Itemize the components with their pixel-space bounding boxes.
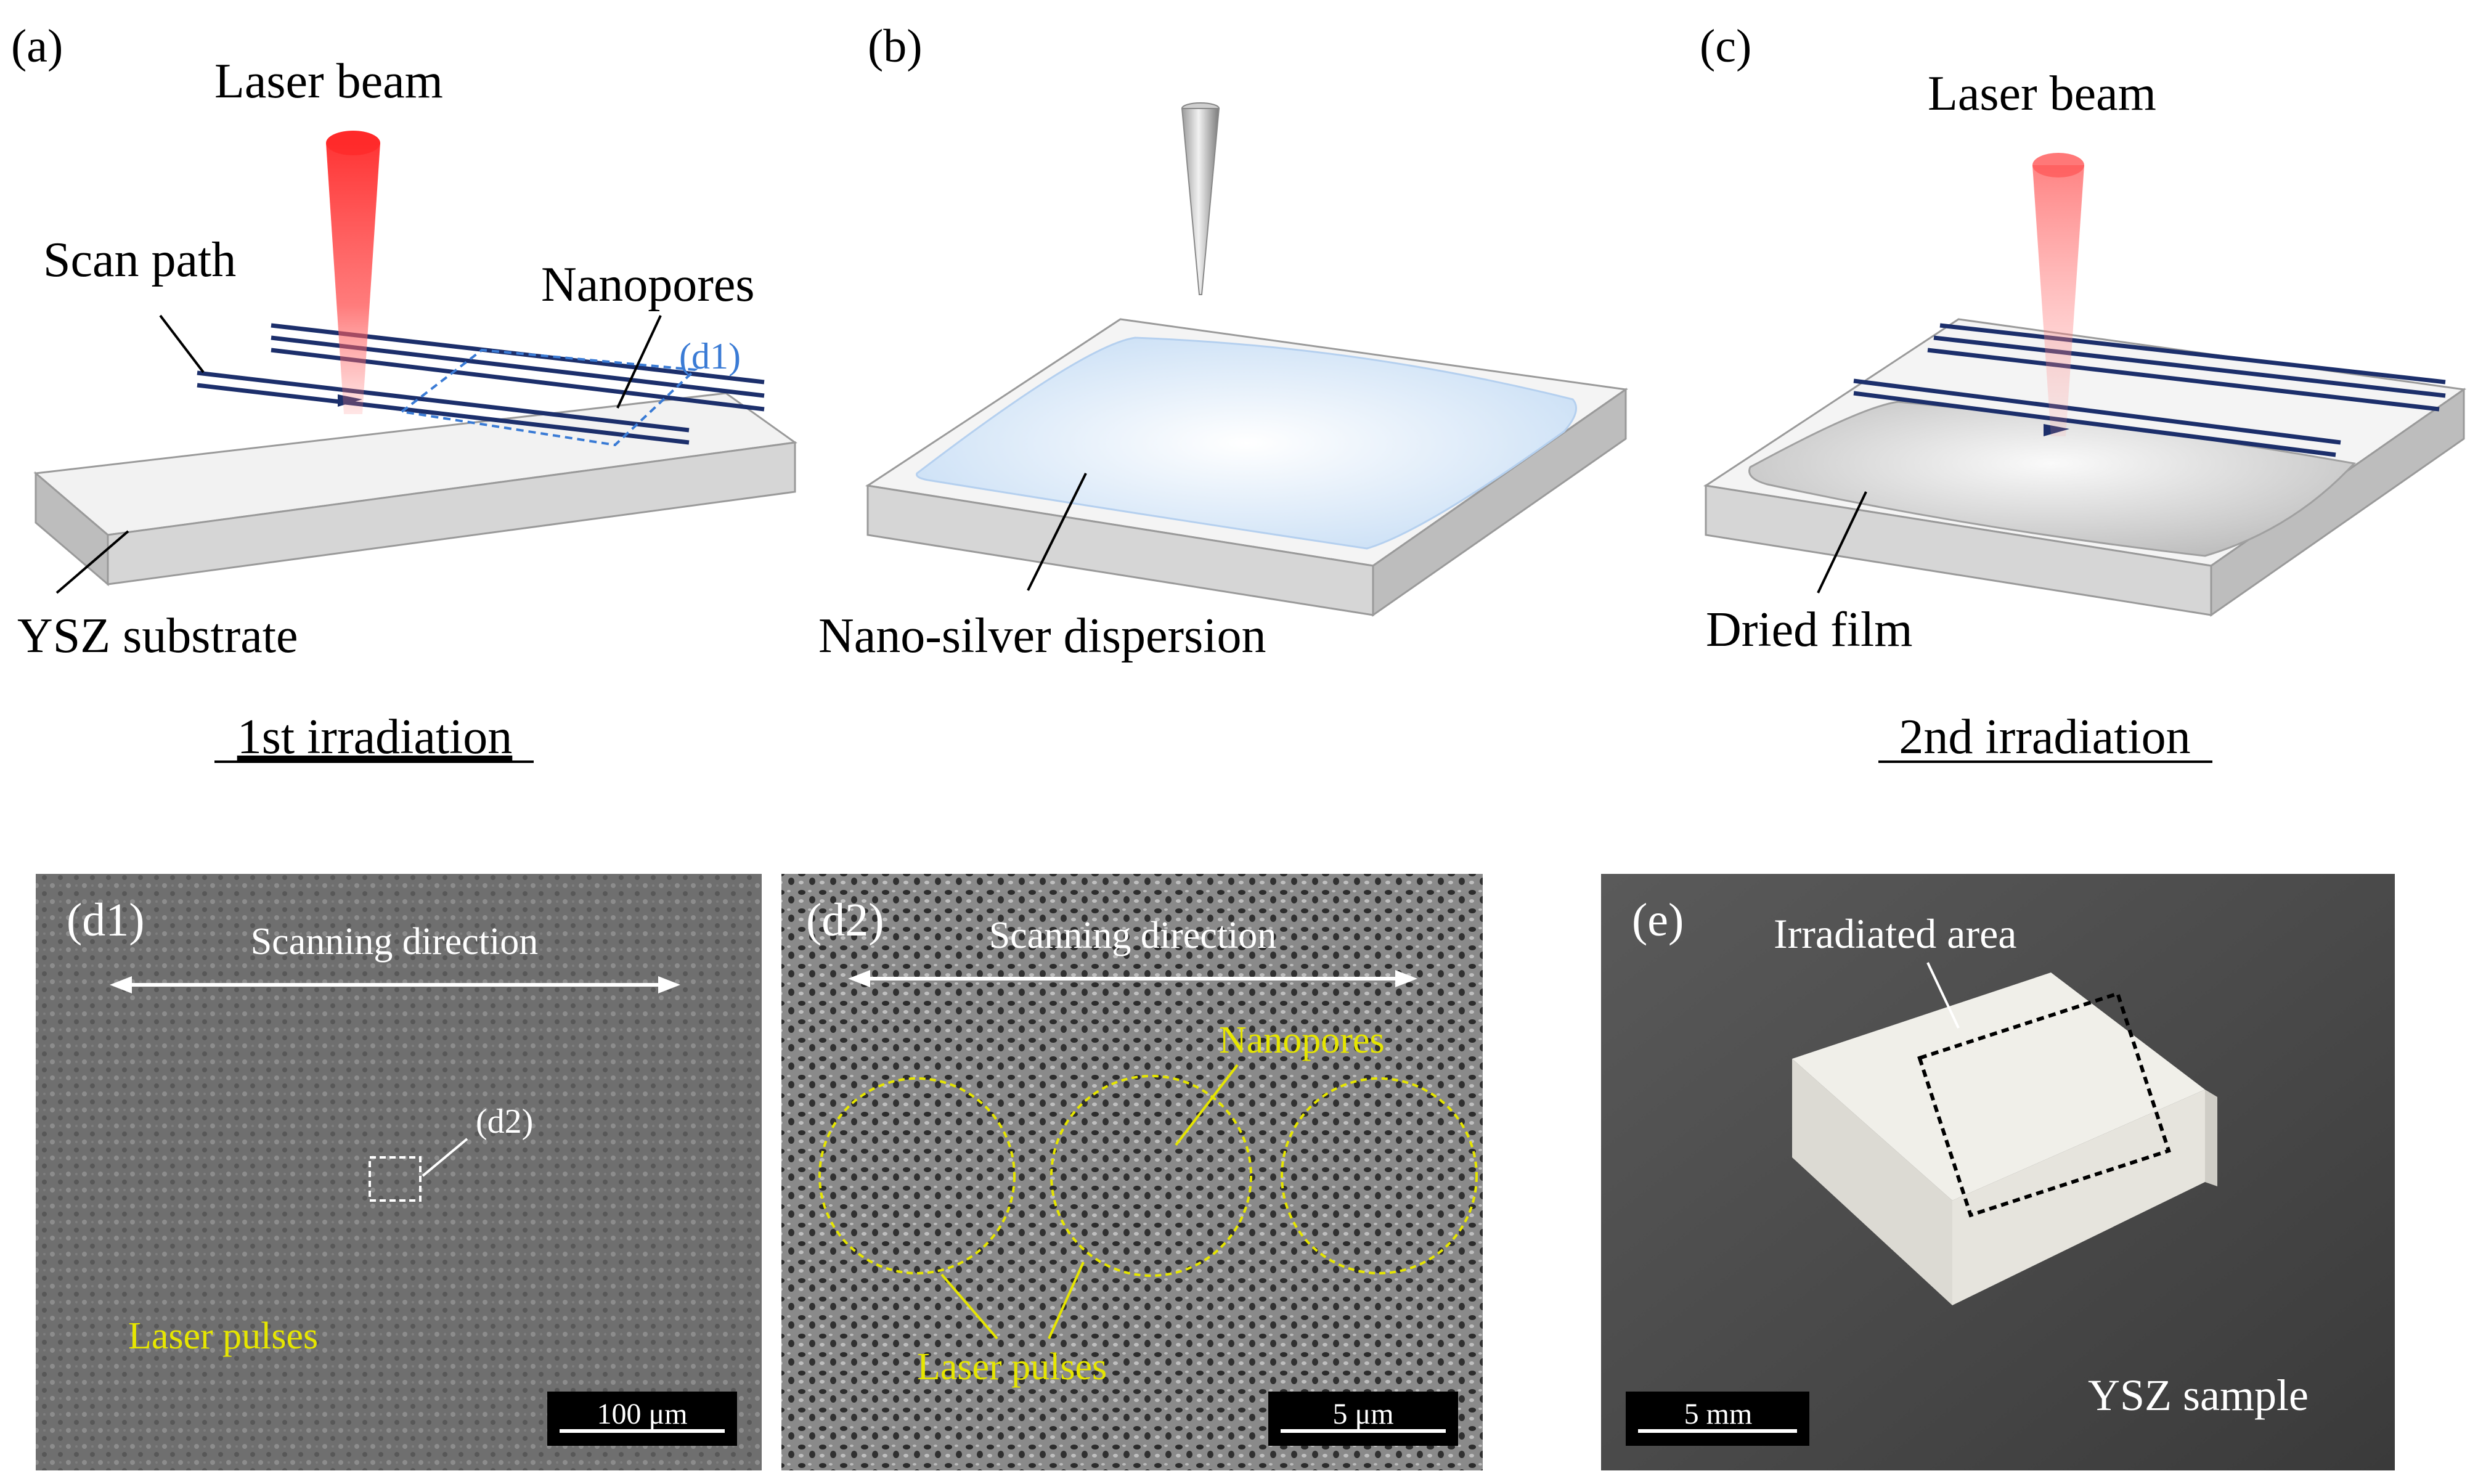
ysz-sample-block (1792, 972, 2217, 1305)
nanopores-leader-d2 (1175, 1064, 1239, 1146)
scale-bar-box-e (1626, 1392, 1809, 1446)
scan-path-label: Scan path (43, 233, 236, 287)
pulse-circle-3 (1281, 1077, 1478, 1274)
pulses-leader-1 (940, 1273, 998, 1340)
dried-film-leader (1817, 491, 1867, 593)
dispersion-leader (1027, 473, 1087, 591)
scan-path-lines-c (1853, 323, 2446, 457)
caption-1st-irradiation: 1st irradiation (237, 710, 513, 764)
nanopores-label-d2: Nanopores (1219, 1019, 1385, 1061)
irradiated-area-label: Irradiated area (1774, 910, 2016, 957)
scale-bar-box-d1 (547, 1392, 737, 1446)
ysz-substrate-a (33, 392, 797, 587)
scan-path-leader (159, 314, 205, 373)
nanopores-leader-a (616, 315, 662, 409)
scale-bar-box-d2 (1268, 1392, 1458, 1446)
nano-silver-dispersion-label: Nano-silver dispersion (818, 609, 1266, 663)
scale-label-d2: 5 μm (1332, 1398, 1393, 1430)
scale-label-d1: 100 μm (597, 1398, 687, 1430)
scale-label-e: 5 mm (1684, 1398, 1753, 1430)
laser-pulses-label-d2: Laser pulses (917, 1346, 1107, 1388)
sem-image-d2 (781, 874, 1483, 1470)
nanopores-label-a: Nanopores (541, 258, 755, 312)
dried-film (1748, 401, 2356, 557)
laser-beam-a (326, 131, 380, 414)
scanning-direction-arrow-d1 (110, 976, 680, 993)
scanning-direction-label-d2: Scanning direction (989, 915, 1277, 956)
laser-beam-label-a: Laser beam (214, 54, 443, 108)
d1-region-box (399, 348, 698, 447)
panel-c-tag: (c) (1700, 20, 1751, 72)
sem-image-d1 (36, 874, 762, 1470)
ysz-substrate-label: YSZ substrate (17, 609, 298, 663)
dried-film-label: Dried film (1706, 603, 1912, 657)
laser-beam-label-c: Laser beam (1928, 67, 2156, 121)
laser-pulses-label-d1: Laser pulses (128, 1315, 318, 1357)
d2-region-box (369, 1156, 422, 1202)
pulses-leader-2 (1048, 1262, 1085, 1339)
irradiated-area-leader (1926, 962, 1960, 1029)
panel-a: (a) Laser beam Scan path Nanopores (d (11, 20, 797, 764)
scanning-direction-label-d1: Scanning direction (251, 921, 539, 963)
nano-silver-dispersion (916, 336, 1578, 550)
pulse-circle-1 (818, 1077, 1016, 1274)
panel-c: (c) Laser beam Dried film 2nd irradiatio… (1700, 20, 2466, 764)
panel-d2: (d2) Scanning direction Nanopores Laser … (781, 874, 1483, 1470)
panel-a-tag: (a) (11, 20, 63, 72)
panel-d2-tag: (d2) (806, 894, 884, 946)
substrate-leader-a (55, 530, 129, 594)
scanning-direction-arrow-d2 (848, 970, 1417, 987)
pulse-circle-2 (1050, 1075, 1252, 1277)
d2-ref-leader (422, 1138, 468, 1177)
panel-e: (e) Irradiated area 5 mm YSZ sample (1601, 874, 2395, 1470)
caption-2nd-irradiation: 2nd irradiation (1899, 710, 2190, 764)
dispenser-tip (1181, 102, 1220, 295)
panel-e-tag: (e) (1632, 894, 1684, 946)
laser-beam-c (2032, 153, 2084, 436)
ysz-sample-label: YSZ sample (2088, 1371, 2309, 1420)
d2-ref-label: (d2) (476, 1103, 533, 1141)
d1-ref-label: (d1) (679, 336, 741, 377)
panel-b-tag: (b) (868, 20, 923, 72)
laser-pulse-circles-d2 (818, 1075, 1478, 1277)
panel-b: (b) Nano-silver dispersion (818, 20, 1628, 663)
panel-d1-tag: (d1) (67, 894, 145, 946)
irradiated-area-box (1917, 991, 2171, 1218)
panel-d1: (d1) Scanning direction (d2) Laser pulse… (36, 874, 762, 1470)
